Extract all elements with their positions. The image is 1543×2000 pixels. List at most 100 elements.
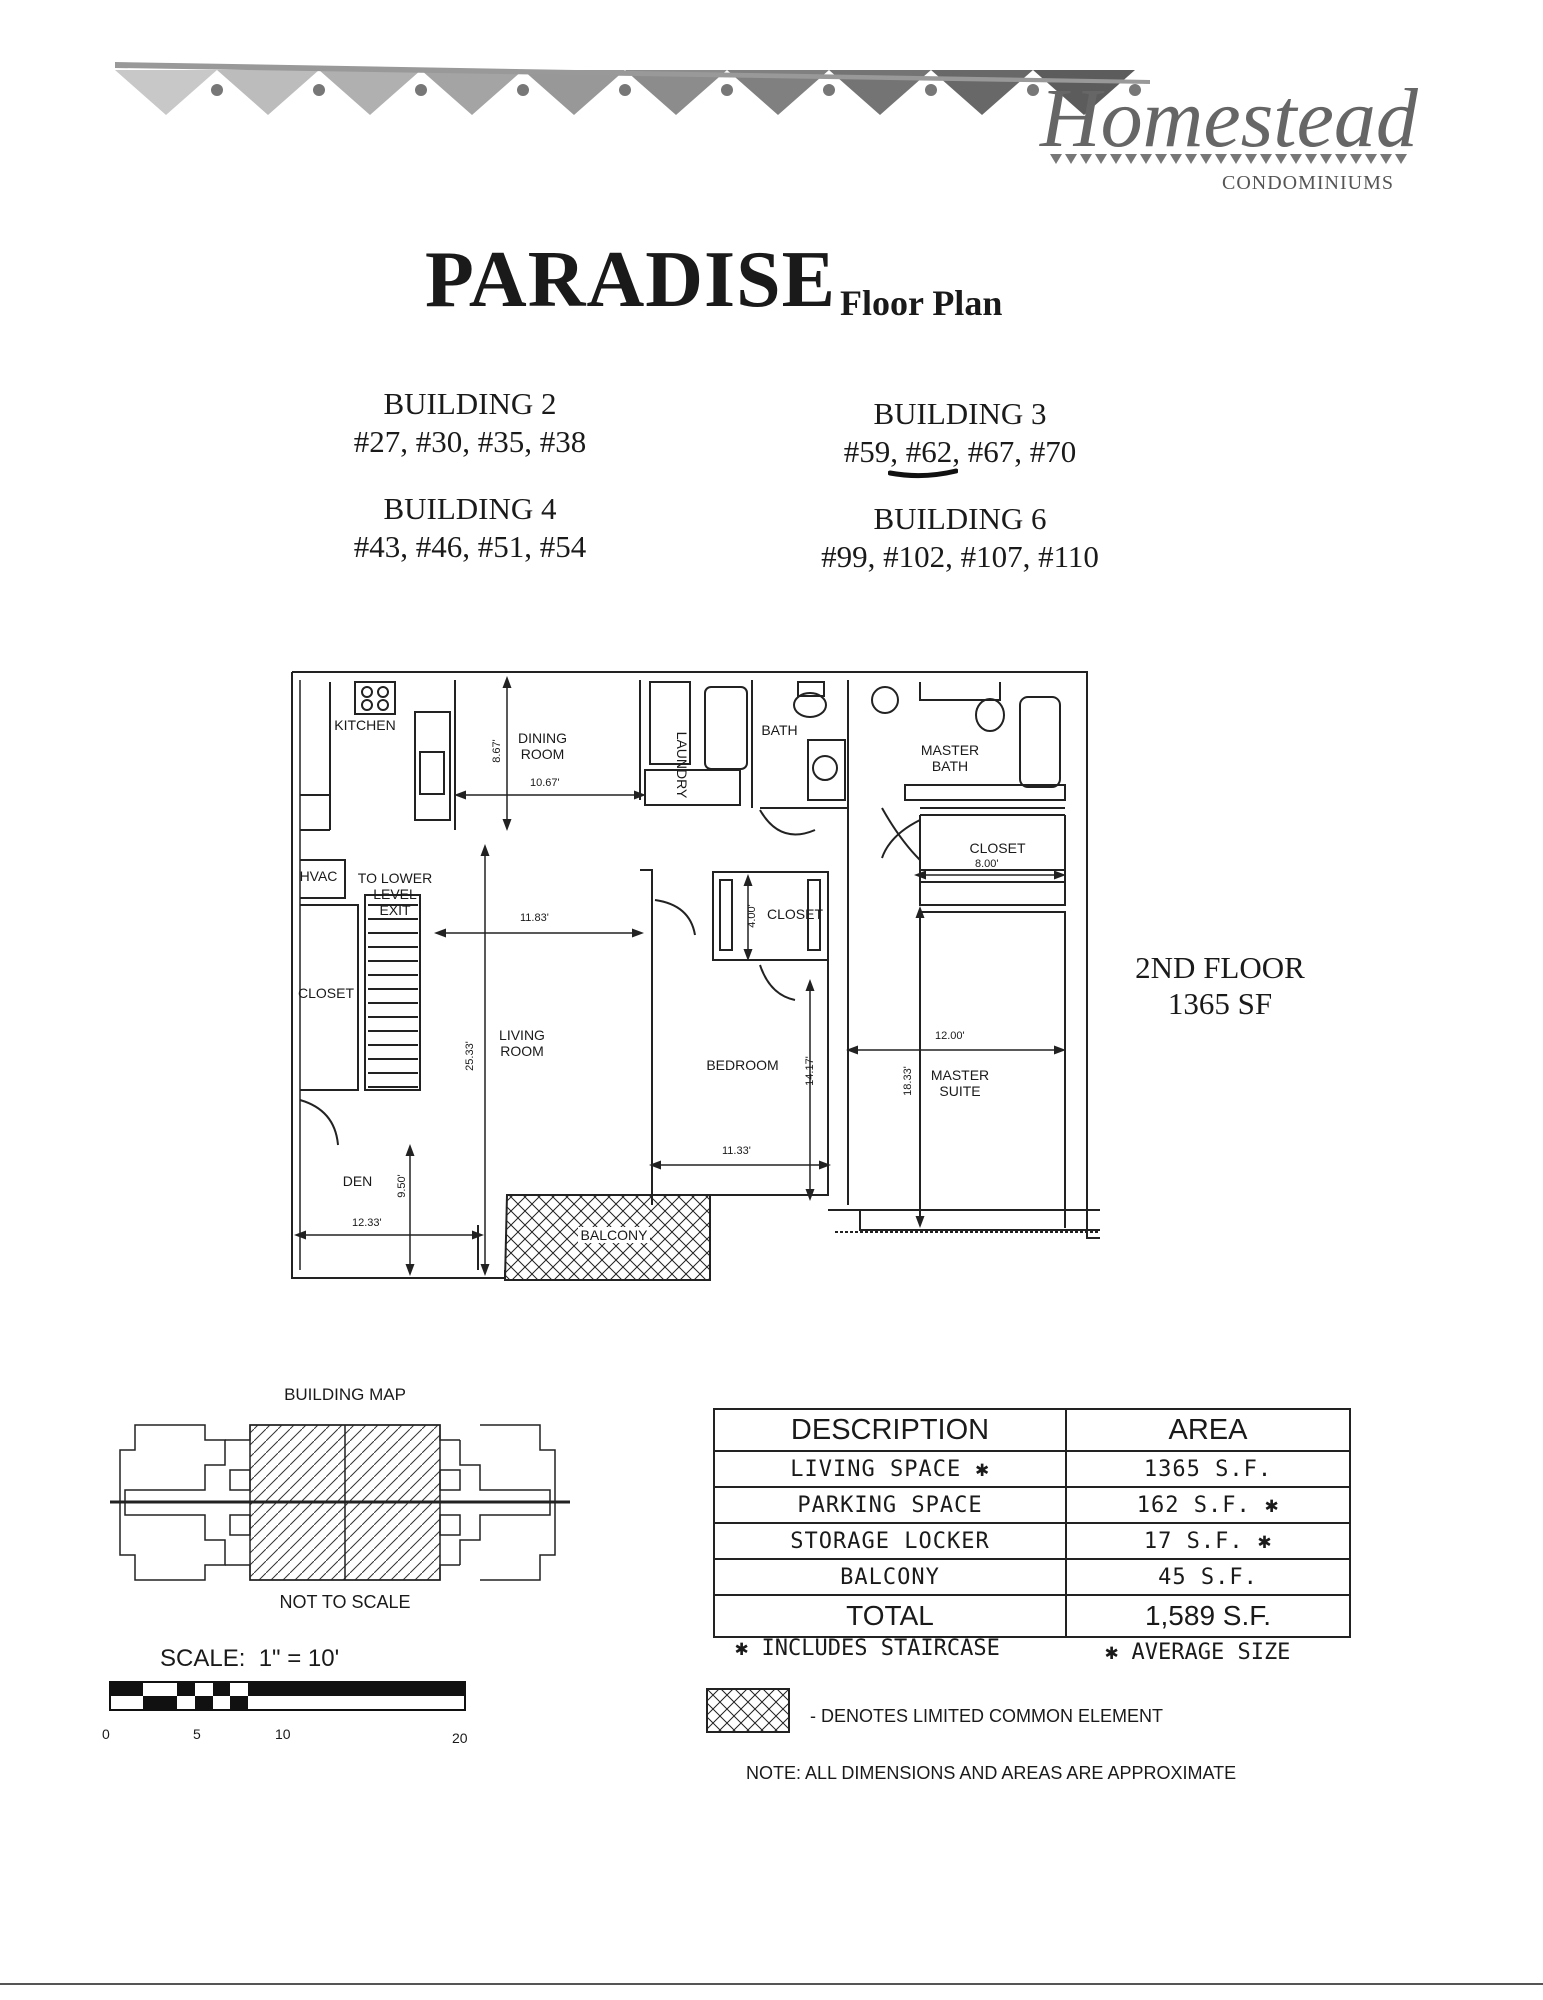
building-map-title: BUILDING MAP — [284, 1385, 406, 1404]
building-name: BUILDING 3 — [873, 396, 1047, 431]
band-dot — [1027, 84, 1039, 96]
room-label-kitchen: KITCHEN — [334, 717, 396, 733]
scale-segment — [280, 1682, 465, 1696]
total-description: TOTAL — [713, 1594, 1067, 1638]
scale-segment — [177, 1682, 195, 1696]
scale-bar — [109, 1681, 466, 1711]
dim-living-width: 11.83' — [520, 912, 549, 924]
scale-segment — [248, 1682, 280, 1696]
room-label-den: DEN — [342, 1173, 373, 1189]
building-block-2: BUILDING 2 #27, #30, #35, #38 — [330, 385, 610, 461]
logo-diamond — [1170, 154, 1182, 164]
row-description: BALCONY — [713, 1558, 1067, 1596]
building-units: #43, #46, #51, #54 — [353, 529, 587, 564]
logo-diamond — [1155, 154, 1167, 164]
row-area: 1365 S.F. — [1065, 1450, 1351, 1488]
band-dot — [619, 84, 631, 96]
band-dot — [925, 84, 937, 96]
scale-tick-10: 10 — [275, 1726, 291, 1742]
approximate-note: NOTE: ALL DIMENSIONS AND AREAS ARE APPRO… — [746, 1763, 1237, 1783]
room-label-master-bath: MASTER BATH — [920, 742, 980, 774]
logo-diamond — [1230, 154, 1242, 164]
band-triangle — [115, 70, 217, 115]
logo-diamond — [1290, 154, 1302, 164]
logo-diamond — [1335, 154, 1347, 164]
table-row-total: TOTAL 1,589 S.F. — [713, 1594, 1351, 1638]
scale-segment — [143, 1696, 177, 1710]
logo-diamond — [1350, 154, 1362, 164]
row-area: 17 S.F. ✱ — [1065, 1522, 1351, 1560]
logo-diamond — [1185, 154, 1197, 164]
building-name: BUILDING 2 — [383, 386, 557, 421]
band-triangle — [829, 70, 931, 115]
table-row: STORAGE LOCKER 17 S.F. ✱ — [713, 1522, 1351, 1560]
logo-diamond — [1395, 154, 1407, 164]
logo-diamond — [1200, 154, 1212, 164]
band-triangle — [217, 70, 319, 115]
dim-den-height: 9.50' — [395, 1174, 408, 1198]
page-subtitle: Floor Plan — [840, 283, 1003, 323]
band-dot — [313, 84, 325, 96]
band-dot — [1129, 84, 1141, 96]
room-label-living: LIVING ROOM — [499, 1027, 545, 1059]
logo-diamond — [1110, 154, 1122, 164]
logo-diamond — [1065, 154, 1077, 164]
logo-diamond — [1305, 154, 1317, 164]
row-area: 162 S.F. ✱ — [1065, 1486, 1351, 1524]
dim-den-width: 12.33' — [352, 1217, 382, 1229]
logo-diamond — [1245, 154, 1257, 164]
band-top-line — [115, 62, 1150, 84]
band-triangle — [625, 70, 727, 115]
band-dot — [517, 84, 529, 96]
row-description: PARKING SPACE — [713, 1486, 1067, 1524]
building-units: #59, #62, #67, #70 — [843, 434, 1077, 469]
room-label-closet-left: CLOSET — [297, 985, 354, 1001]
dim-bedroom-height: 14.17' — [803, 1056, 816, 1086]
band-triangle — [421, 70, 523, 115]
scale-tick-20: 20 — [452, 1730, 468, 1746]
scale-tick-5: 5 — [193, 1726, 201, 1742]
room-label-closet-master: CLOSET — [969, 840, 1026, 856]
room-label-balcony: BALCONY — [578, 1227, 650, 1243]
band-triangle — [319, 70, 421, 115]
logo-diamond — [1095, 154, 1107, 164]
dim-bedroom-width: 11.33' — [722, 1145, 751, 1157]
room-label-closet-bedroom: CLOSET — [766, 906, 823, 922]
scale-segment — [110, 1682, 143, 1696]
building-units: #99, #102, #107, #110 — [821, 539, 1099, 574]
dim-dining-width: 10.67' — [530, 777, 560, 789]
logo-diamond — [1275, 154, 1287, 164]
logo-diamond — [1140, 154, 1152, 164]
band-triangle — [523, 70, 625, 115]
floor-area: 1365 SF — [1167, 986, 1273, 1021]
floor-level: 2ND FLOOR — [1135, 950, 1305, 985]
building-name: BUILDING 6 — [873, 501, 1047, 536]
table-row: LIVING SPACE ✱ 1365 S.F. — [713, 1450, 1351, 1488]
floor-summary: 2ND FLOOR 1365 SF — [1110, 950, 1330, 1022]
total-area: 1,589 S.F. — [1065, 1594, 1351, 1638]
logo-diamond — [1050, 154, 1062, 164]
logo-diamond — [1080, 154, 1092, 164]
area-table: DESCRIPTION AREA LIVING SPACE ✱ 1365 S.F… — [713, 1408, 1351, 1638]
logo-diamond — [1320, 154, 1332, 164]
row-description: STORAGE LOCKER — [713, 1522, 1067, 1560]
header-decoration — [115, 62, 1150, 115]
scale-tick-0: 0 — [102, 1726, 110, 1742]
page-edge-line — [0, 1983, 1543, 1985]
table-header-description: DESCRIPTION — [713, 1408, 1067, 1452]
band-dot — [721, 84, 733, 96]
room-label-bath: BATH — [761, 722, 798, 738]
band-triangle — [727, 70, 829, 115]
logo-diamond-row — [1050, 154, 1407, 164]
scale-segment — [195, 1696, 213, 1710]
footnote-staircase: ✱ INCLUDES STAIRCASE — [735, 1636, 1000, 1661]
scale-segment — [230, 1696, 248, 1710]
building-block-4: BUILDING 4 #43, #46, #51, #54 — [330, 490, 610, 566]
band-dot — [211, 84, 223, 96]
logo-diamond — [1125, 154, 1137, 164]
page-title: PARADISE — [425, 236, 837, 324]
building-block-3: BUILDING 3 #59, #62, #67, #70 — [810, 395, 1110, 471]
legend-text: - DENOTES LIMITED COMMON ELEMENT — [810, 1706, 1164, 1726]
dim-master-width: 12.00' — [935, 1030, 965, 1042]
room-label-lower-level-exit: TO LOWER LEVEL EXIT — [357, 870, 433, 918]
